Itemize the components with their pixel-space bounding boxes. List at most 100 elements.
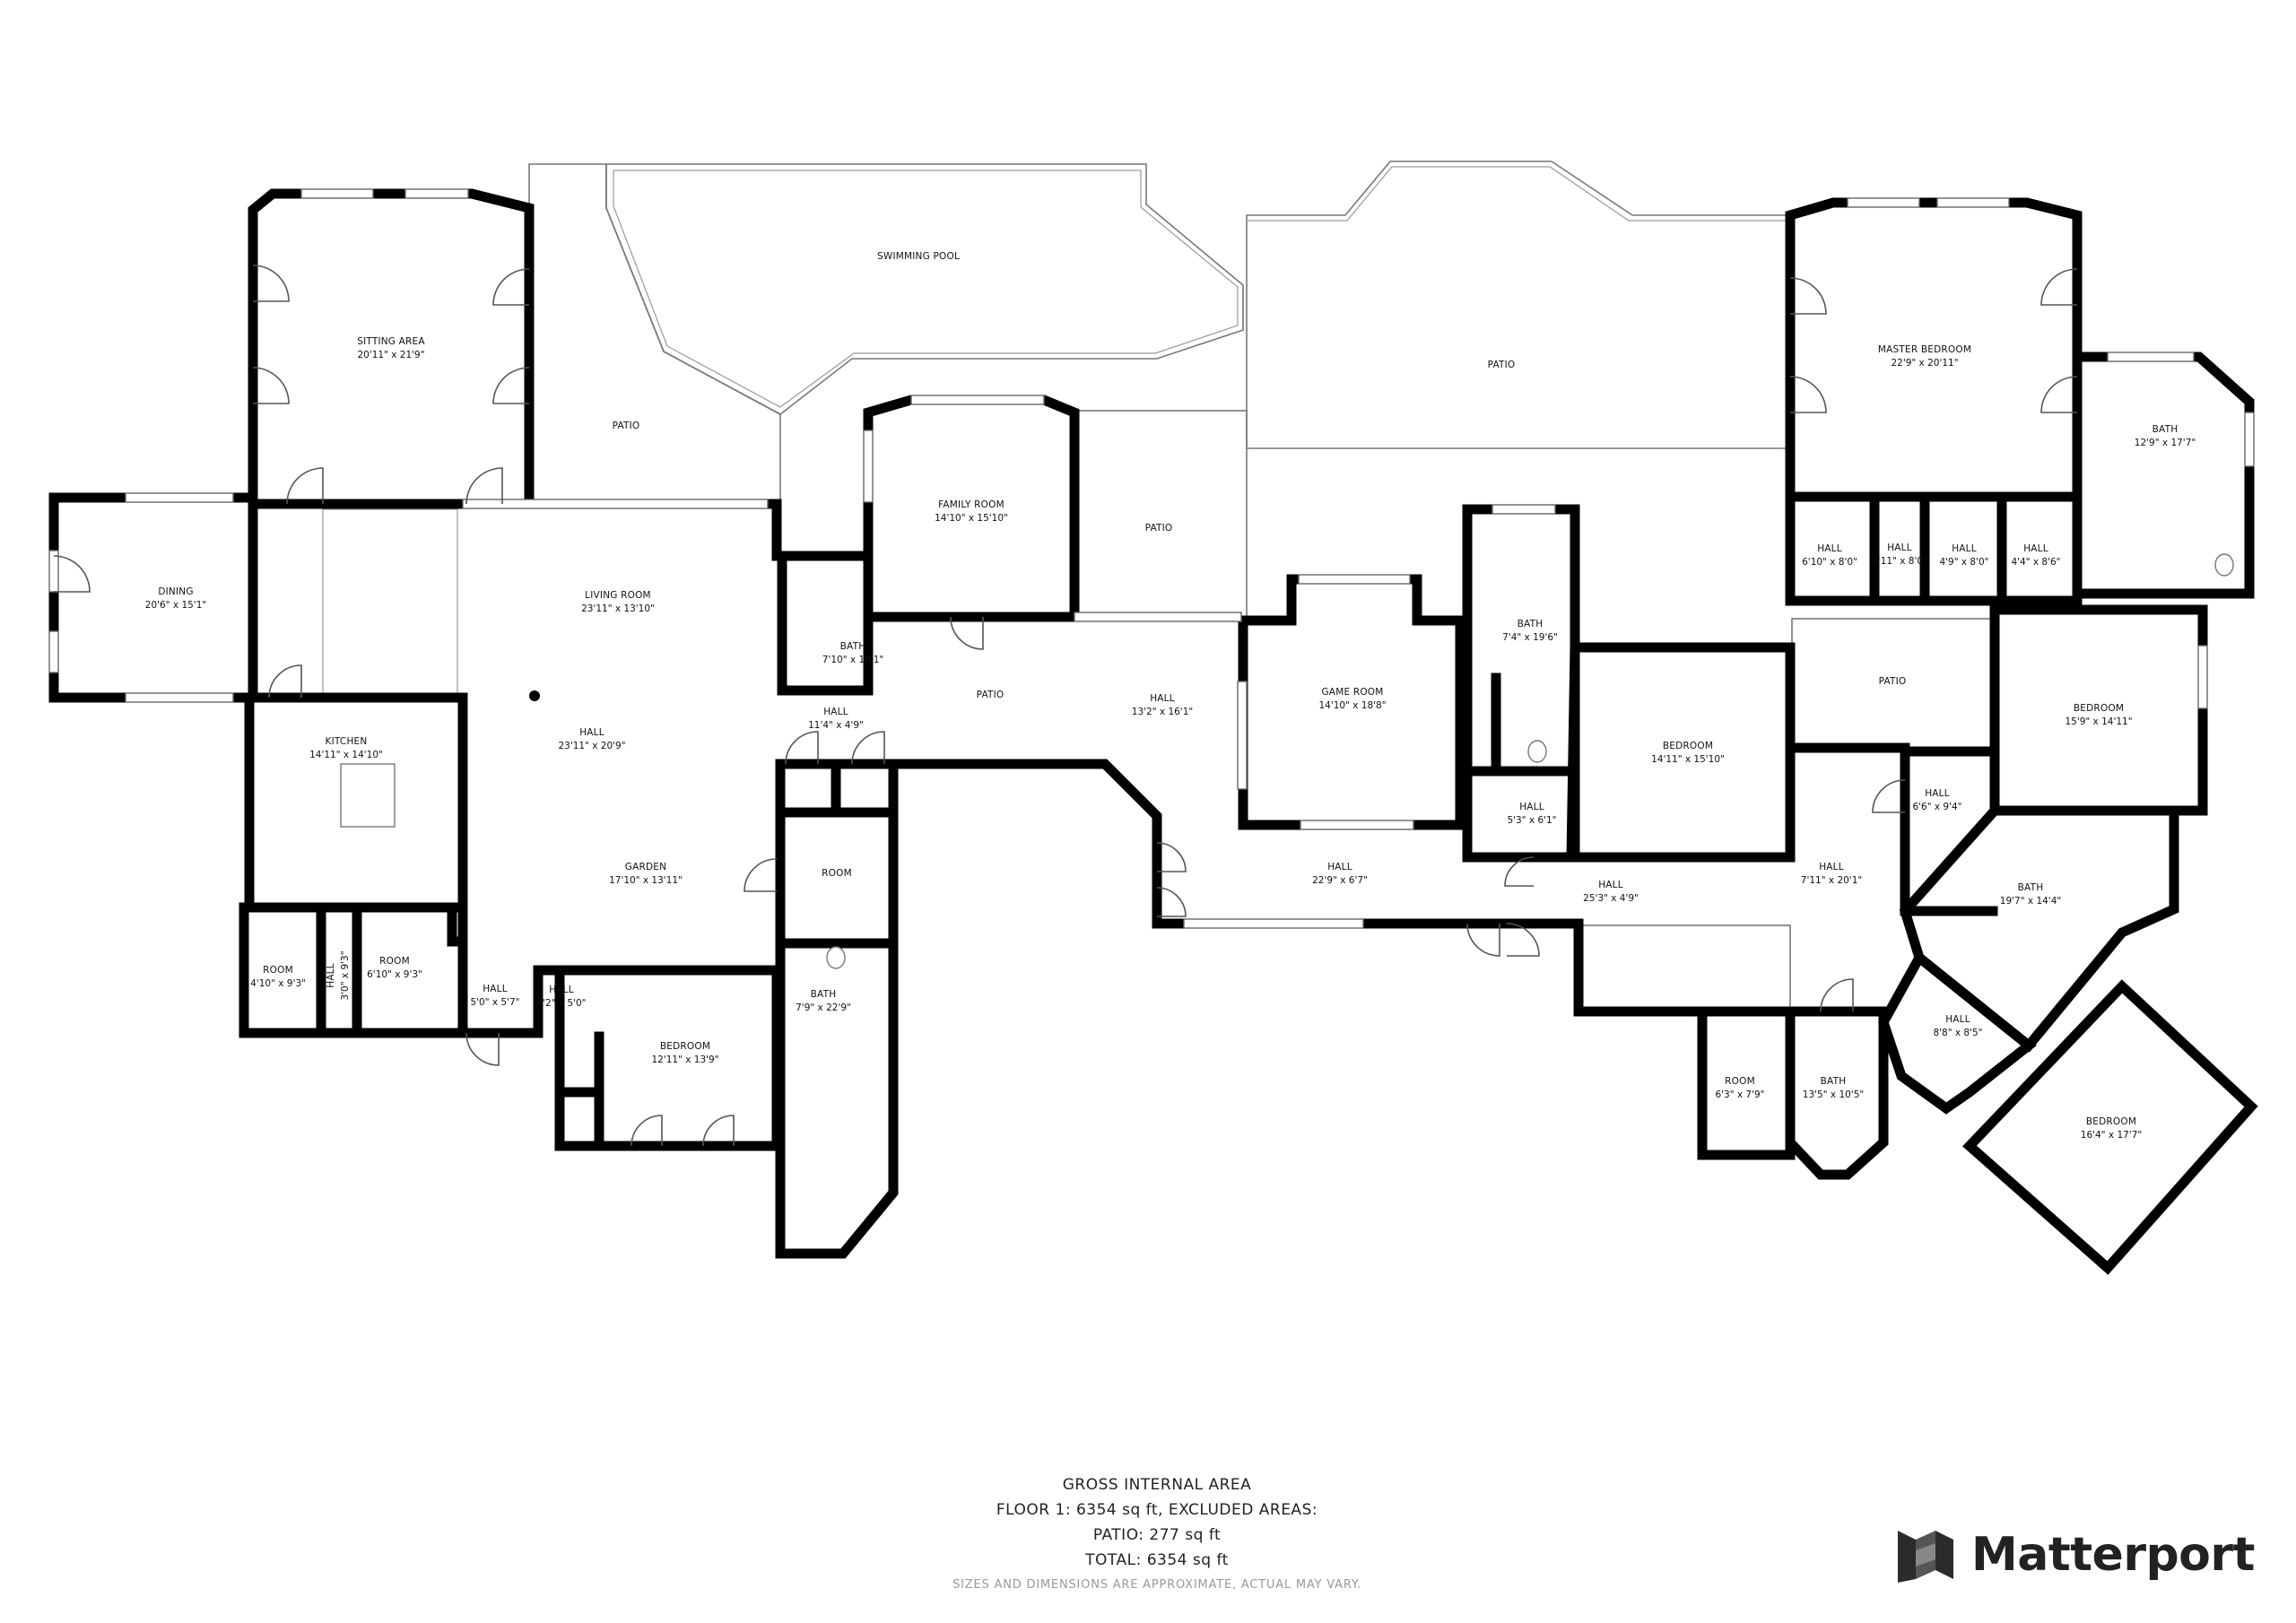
window — [1183, 918, 1364, 929]
svg-text:ROOM: ROOM — [379, 956, 410, 967]
svg-text:14'10" x 18'8": 14'10" x 18'8" — [1318, 700, 1386, 711]
window — [300, 188, 374, 199]
svg-text:ROOM: ROOM — [263, 965, 293, 976]
svg-text:12'9" x 17'7": 12'9" x 17'7" — [2135, 438, 2196, 448]
door-swing — [1466, 923, 1500, 957]
toilet-fixture — [1527, 740, 1547, 763]
door-swing — [1506, 923, 1540, 957]
dining-walls — [48, 492, 258, 703]
door-swing — [465, 1032, 500, 1066]
svg-text:HALL: HALL — [1519, 802, 1544, 812]
door-swing — [702, 1115, 735, 1147]
svg-text:6'6" x 9'4": 6'6" x 9'4" — [1912, 802, 1961, 812]
svg-text:HALL: HALL — [579, 727, 604, 738]
svg-text:16'4" x 17'7": 16'4" x 17'7" — [2081, 1130, 2142, 1141]
column-marker — [529, 690, 540, 701]
door-swing — [2040, 268, 2078, 306]
window — [1298, 574, 1411, 585]
toilet-fixture — [826, 946, 846, 969]
area-summary-total: TOTAL: 6354 sq ft — [1085, 1551, 1229, 1569]
south-patio-outline — [1578, 924, 1791, 1012]
door-swing — [1504, 856, 1535, 887]
svg-text:KITCHEN: KITCHEN — [326, 736, 368, 747]
door-swing — [851, 731, 885, 765]
svg-text:MASTER BEDROOM: MASTER BEDROOM — [1878, 344, 1971, 355]
area-summary-title: GROSS INTERNAL AREA — [1062, 1476, 1252, 1494]
svg-text:20'6" x 15'1": 20'6" x 15'1" — [145, 600, 206, 611]
bath-1-walls — [777, 551, 874, 696]
svg-text:HALL: HALL — [1925, 788, 1950, 799]
svg-text:PATIO: PATIO — [1488, 360, 1516, 370]
svg-text:BEDROOM: BEDROOM — [660, 1041, 710, 1052]
svg-text:BATH: BATH — [811, 989, 837, 1000]
room-label-hall-4: HALL 5'3" x 6'1" — [1507, 802, 1556, 826]
brand-name: Matterport — [1971, 1528, 2255, 1582]
door-swing — [1789, 376, 1827, 413]
svg-text:6'3" x 7'9": 6'3" x 7'9" — [1715, 1089, 1764, 1100]
svg-text:ROOM: ROOM — [1725, 1076, 1755, 1087]
window — [2197, 645, 2208, 709]
svg-text:4'10" x 9'3": 4'10" x 9'3" — [250, 978, 306, 989]
svg-text:7'4" x 19'6": 7'4" x 19'6" — [1502, 632, 1558, 643]
svg-text:4'2" x 5'0": 4'2" x 5'0" — [536, 998, 586, 1009]
window — [1936, 197, 2010, 208]
bath-4-walls — [775, 938, 899, 1259]
window — [125, 492, 234, 503]
door-swing — [1156, 887, 1187, 917]
room-label-hall-15: HALL 4'2" x 5'0" — [536, 985, 586, 1009]
door-swing — [1156, 842, 1187, 872]
svg-text:HALL: HALL — [1819, 862, 1844, 872]
svg-text:15'9" x 14'11": 15'9" x 14'11" — [2065, 716, 2132, 727]
svg-text:17'10" x 13'11": 17'10" x 13'11" — [609, 875, 683, 886]
room-label-game-room: GAME ROOM 14'10" x 18'8" — [1318, 687, 1386, 711]
svg-text:4'4" x 8'6": 4'4" x 8'6" — [2011, 557, 2060, 568]
window — [462, 499, 769, 509]
svg-text:HALL: HALL — [1327, 862, 1352, 872]
room-4-walls — [1697, 1006, 1796, 1160]
svg-text:4'9" x 8'0": 4'9" x 8'0" — [1939, 557, 1988, 568]
svg-text:GAME ROOM: GAME ROOM — [1321, 687, 1383, 698]
window — [404, 188, 469, 199]
east-patio-outline — [1246, 161, 1793, 449]
svg-text:ROOM: ROOM — [822, 868, 852, 879]
svg-text:HALL: HALL — [549, 985, 574, 995]
door-swing — [631, 1115, 663, 1147]
matterport-brand: Matterport — [1894, 1521, 2255, 1589]
svg-text:12'11" x 13'9": 12'11" x 13'9" — [651, 1055, 718, 1065]
svg-text:BATH: BATH — [840, 641, 866, 652]
svg-text:5'3" x 6'1": 5'3" x 6'1" — [1507, 815, 1556, 826]
windows — [48, 188, 2255, 929]
svg-text:11'4" x 4'9": 11'4" x 4'9" — [808, 720, 864, 731]
door-swing — [1789, 277, 1827, 315]
window — [1300, 820, 1414, 830]
window — [1074, 612, 1242, 622]
room-label-bedroom-3: BEDROOM 12'11" x 13'9" — [651, 1041, 718, 1065]
area-summary-patio: PATIO: 277 sq ft — [1092, 1526, 1222, 1544]
door-swing — [1820, 978, 1854, 1012]
bedroom-2-walls — [1989, 604, 2208, 816]
door-swing — [492, 268, 530, 306]
room-label-patio-5: PATIO — [1879, 676, 1907, 687]
room-label-room-4: ROOM 6'3" x 7'9" — [1715, 1076, 1764, 1100]
svg-text:PATIO: PATIO — [1145, 523, 1173, 534]
door-swing — [286, 467, 324, 505]
door-swing — [252, 265, 290, 302]
svg-text:LIVING ROOM: LIVING ROOM — [585, 590, 651, 601]
svg-text:23'11" x 13'10": 23'11" x 13'10" — [581, 603, 655, 614]
svg-text:HALL: HALL — [483, 984, 508, 994]
